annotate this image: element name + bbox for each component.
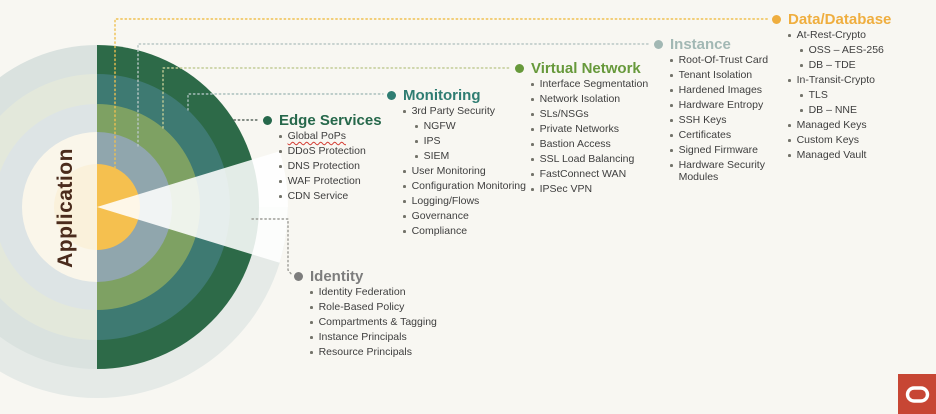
list-item: OSS – AES-256 [799, 44, 936, 57]
connector-virtual-network [162, 67, 512, 129]
list-item: Resource Principals [309, 346, 459, 359]
connector-monitoring [187, 93, 384, 111]
section-heading: Instance [654, 35, 731, 53]
list-item: Identity Federation [309, 286, 459, 299]
list-item: At-Rest-Crypto [787, 29, 936, 42]
list-item: SSL Load Balancing [530, 153, 680, 166]
list-item: Certificates [669, 129, 771, 142]
oracle-o-icon [905, 386, 930, 403]
left-ring-core [54, 164, 97, 250]
section-bullet-icon [772, 14, 781, 24]
list-item: Compliance [402, 225, 552, 238]
list-item: Custom Keys [787, 134, 936, 147]
section-title: Monitoring [403, 86, 481, 104]
list-item: Hardware Entropy [669, 99, 771, 112]
section-title: Data/Database [788, 10, 892, 28]
list-item: 3rd Party Security [402, 105, 552, 118]
section-title: Identity [310, 267, 364, 285]
list-item: IPSec VPN [530, 183, 680, 196]
list-item: User Monitoring [402, 165, 552, 178]
list-item: Hardware Security Modules [669, 159, 771, 183]
section-title: Edge Services [279, 111, 382, 129]
list-item: IPS [414, 135, 552, 148]
connector-identity [251, 218, 293, 276]
list-item: WAF Protection [278, 175, 428, 188]
list-item: Global PoPs [278, 130, 428, 143]
list-item: CDN Service [278, 190, 428, 203]
list-item: Managed Vault [787, 149, 936, 162]
connector-data-database [114, 18, 769, 169]
list-item: DDoS Protection [278, 145, 428, 158]
list-item: SLs/NSGs [530, 108, 680, 121]
connector-instance [137, 43, 651, 147]
section-heading: Data/Database [772, 10, 891, 28]
list-item: TLS [799, 89, 936, 102]
list-item: Compartments & Tagging [309, 316, 459, 329]
identity-wedge [97, 151, 288, 263]
section-heading: Monitoring [387, 86, 480, 104]
list-item: FastConnect WAN [530, 168, 680, 181]
list-item: Interface Segmentation [530, 78, 680, 91]
section-bullet-icon [294, 271, 303, 281]
list-item: In-Transit-Crypto [787, 74, 936, 87]
section-heading: Edge Services [263, 111, 382, 129]
list-item: Private Networks [530, 123, 680, 136]
list-item: Bastion Access [530, 138, 680, 151]
list-item: DB – TDE [799, 59, 936, 72]
list-item: Network Isolation [530, 93, 680, 106]
list-item: Managed Keys [787, 119, 936, 132]
section-heading: Virtual Network [515, 59, 641, 77]
list-item: Tenant Isolation [669, 69, 771, 82]
section-bullet-icon [515, 63, 524, 73]
section-heading: Identity [294, 267, 363, 285]
list-item: SSH Keys [669, 114, 771, 127]
section-bullet-icon [654, 39, 663, 49]
list-item: Signed Firmware [669, 144, 771, 157]
list-item: Hardened Images [669, 84, 771, 97]
list-item: Role-Based Policy [309, 301, 459, 314]
section-title: Virtual Network [531, 59, 641, 77]
section-bullet-icon [387, 90, 396, 100]
application-core-label: Application [54, 148, 77, 268]
list-item: Instance Principals [309, 331, 459, 344]
list-item: Root-Of-Trust Card [669, 54, 771, 67]
list-item: NGFW [414, 120, 552, 133]
list-item: DNS Protection [278, 160, 428, 173]
oracle-logo [898, 374, 936, 414]
list-item: Governance [402, 210, 552, 223]
section-title: Instance [670, 35, 731, 53]
list-item: Logging/Flows [402, 195, 552, 208]
list-item: Configuration Monitoring [402, 180, 552, 193]
list-item: SIEM [414, 150, 552, 163]
oracle-logo-background [898, 374, 936, 414]
list-item: DB – NNE [799, 104, 936, 117]
section-bullet-icon [263, 115, 272, 125]
